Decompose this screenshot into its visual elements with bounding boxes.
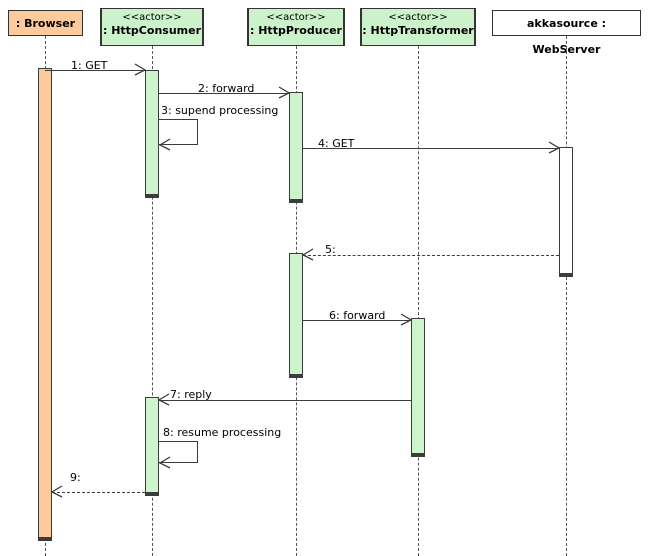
self-message-3 [159, 119, 198, 145]
message-label-4: 4: GET [318, 137, 355, 150]
message-label-6: 6: forward [329, 309, 386, 322]
lifeline-webserver [566, 36, 567, 556]
participant-name: : HttpConsumer [102, 23, 201, 37]
participant-browser[interactable]: : Browser [8, 10, 83, 36]
message-line-1 [45, 70, 145, 71]
message-label-2: 2: forward [198, 82, 255, 95]
participant-name: : HttpProducer [250, 23, 342, 37]
message-line-2 [159, 93, 289, 94]
message-line-6 [303, 320, 411, 321]
lifeline-httptransformer [418, 46, 419, 556]
message-line-9 [52, 492, 145, 493]
activation-bar-httptransformer [411, 318, 425, 457]
message-label-7: 7: reply [170, 388, 212, 401]
activation-bar-httpproducer [289, 253, 303, 378]
activation-bar-browser [38, 68, 52, 541]
self-message-8 [159, 441, 198, 463]
participant-name: : Browser [15, 17, 76, 30]
message-label-3: 3: supend processing [161, 104, 279, 117]
message-line-7 [159, 400, 411, 401]
participant-name: akkasource : WebServer [526, 17, 607, 56]
message-label-1: 1: GET [71, 59, 108, 72]
message-label-5: 5: [325, 243, 336, 256]
activation-bar-httpproducer [289, 92, 303, 203]
activation-bar-httpconsumer [145, 397, 159, 496]
message-line-5 [303, 255, 559, 256]
participant-httpproducer[interactable]: <<actor>>: HttpProducer [247, 8, 345, 46]
lifeline-httpconsumer [152, 46, 153, 556]
participant-webserver[interactable]: akkasource : WebServer [492, 10, 641, 56]
activation-bar-httpconsumer [145, 70, 159, 198]
activation-bar-webserver [559, 147, 573, 277]
participant-stereotype: <<actor>> [122, 12, 182, 23]
participant-stereotype: <<actor>> [266, 12, 326, 23]
message-label-9: 9: [70, 471, 81, 484]
participant-httpconsumer[interactable]: <<actor>>: HttpConsumer [100, 8, 204, 46]
message-line-4 [303, 148, 559, 149]
message-label-8: 8: resume processing [163, 426, 282, 439]
participant-httptransformer[interactable]: <<actor>>: HttpTransformer [360, 8, 476, 46]
participant-stereotype: <<actor>> [388, 12, 448, 23]
participant-name: : HttpTransformer [362, 23, 474, 37]
